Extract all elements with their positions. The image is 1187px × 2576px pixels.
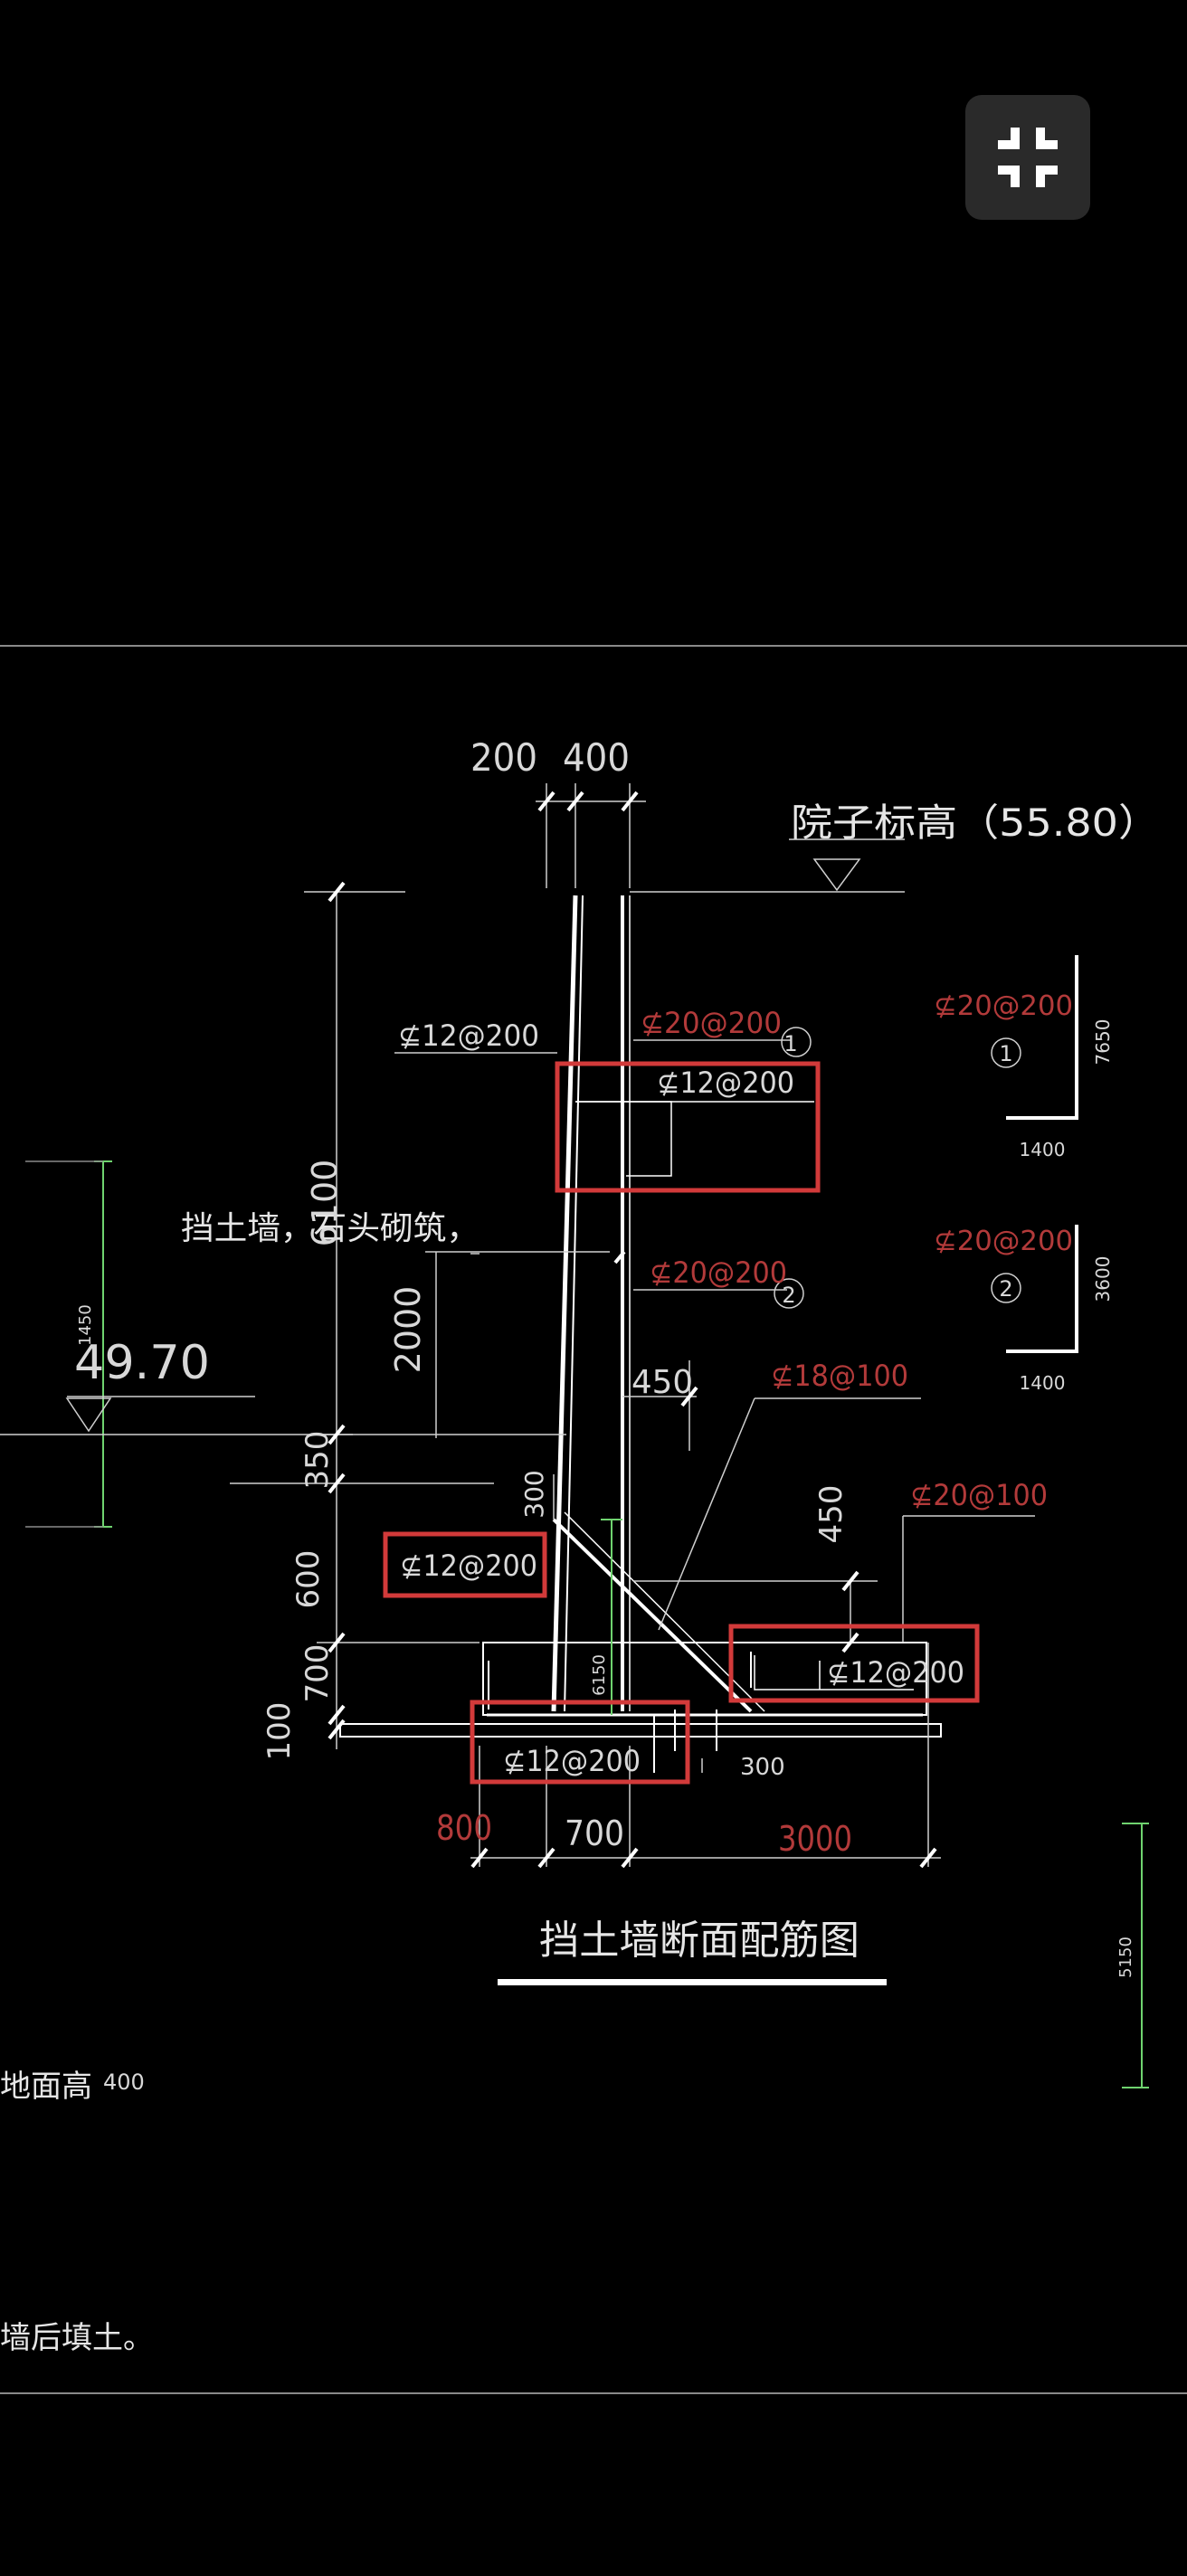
rebar-details [1006, 955, 1078, 1353]
dim-300-base: 300 [740, 1754, 785, 1781]
detail1-label: ⊈20@200 [934, 990, 1073, 1022]
detail2-marker-circle [991, 1273, 1021, 1303]
detail1-width: 1400 [1020, 1139, 1066, 1160]
dim-600: 600 [290, 1550, 327, 1609]
right-dim-5150: 5150 [1116, 1937, 1135, 1978]
exit-fullscreen-button[interactable] [965, 95, 1090, 220]
rebar-outer-wall: ⊈12@200 [398, 1018, 539, 1053]
left-level-small: 1450 [76, 1304, 95, 1346]
dim-6100: 6100 [305, 1160, 345, 1247]
ground-note-value: 400 [103, 2069, 145, 2095]
detail2-label: ⊈20@200 [934, 1226, 1073, 1257]
rebar-r1: ⊈20@200 [641, 1006, 782, 1040]
detail2-height: 3600 [1092, 1256, 1114, 1302]
marker2-circle [774, 1278, 804, 1309]
rebar-heel-top: ⊈20@100 [910, 1478, 1048, 1512]
backfill-note: 墙后填土。 [0, 2320, 154, 2356]
detail2-marker: 2 [999, 1276, 1012, 1302]
dim-700: 700 [299, 1644, 336, 1703]
dim-800: 800 [436, 1808, 492, 1848]
dim-2000: 2000 [388, 1286, 428, 1374]
dim-350: 350 [299, 1431, 336, 1490]
rebar-diag: ⊈18@100 [771, 1359, 908, 1393]
wall-note: 挡土墙，石头砌筑， [181, 1210, 480, 1247]
rebar-r2: ⊈20@200 [650, 1255, 787, 1290]
rebar-heel-boxed: ⊈12@200 [827, 1655, 964, 1690]
dimension-lines [0, 783, 1035, 1867]
marker2-label: 2 [782, 1283, 795, 1308]
dim-300-wall: 300 [519, 1470, 549, 1518]
yard-level-label: 院子标高（55.80） [791, 800, 1160, 845]
dim-450-heel: 450 [813, 1485, 850, 1544]
dimension-ticks [328, 791, 937, 1869]
detail2-width: 1400 [1020, 1372, 1066, 1394]
dim-3000: 3000 [778, 1819, 852, 1859]
ground-note: 地面高 [0, 2069, 92, 2105]
collapse-arrows-icon [998, 128, 1058, 187]
rebar-base-boxed: ⊈12@200 [503, 1744, 641, 1778]
dim-100: 100 [261, 1702, 298, 1761]
detail1-marker: 1 [999, 1041, 1012, 1066]
marker1-circle [781, 1027, 812, 1057]
marker1-label: 1 [783, 1031, 797, 1056]
dim-400: 400 [563, 735, 630, 780]
left-level-label: 49.70 [74, 1336, 210, 1390]
highlight-boxes [383, 1061, 980, 1785]
drawing-title: 挡土墙断面配筋图 [539, 1918, 859, 1964]
dim-450-stem: 450 [631, 1364, 693, 1401]
title-underline [498, 1979, 887, 1985]
rebar-inner-boxed: ⊈12@200 [657, 1065, 794, 1100]
dim-200: 200 [470, 735, 537, 780]
rebar-toe-boxed: ⊈12@200 [400, 1548, 537, 1583]
detail1-height: 7650 [1092, 1019, 1114, 1065]
green-dim-lines [94, 1160, 1149, 2088]
dim-6150: 6150 [590, 1654, 609, 1696]
detail1-marker-circle [991, 1037, 1021, 1068]
dim-700-bottom: 700 [565, 1814, 624, 1853]
